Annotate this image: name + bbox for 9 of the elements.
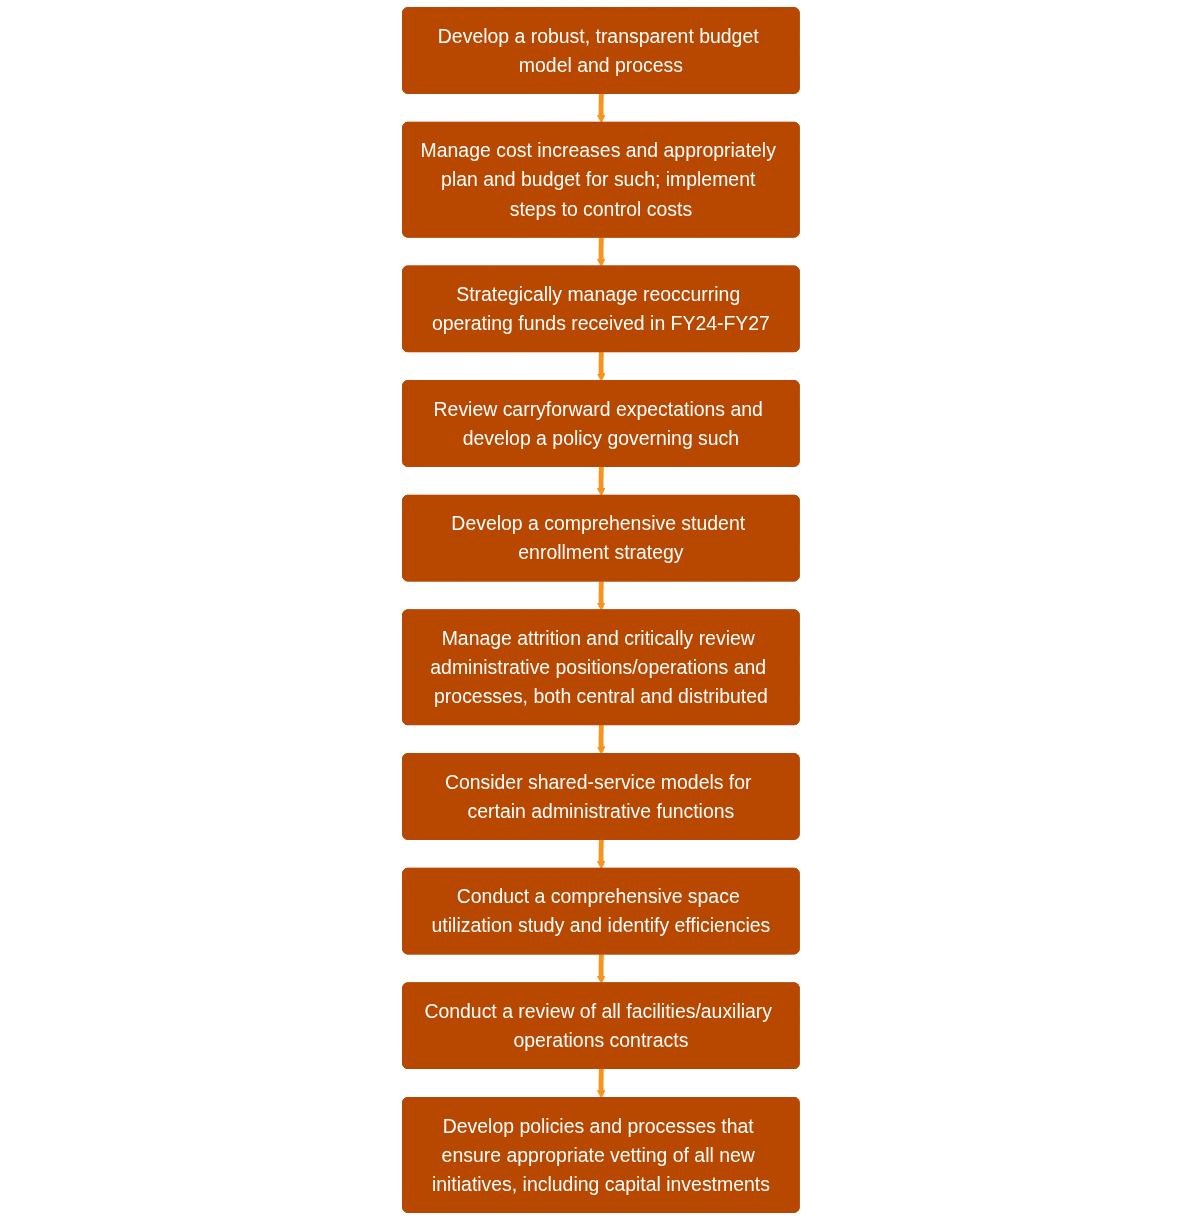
arrow [596, 839, 605, 870]
arrow [596, 725, 605, 755]
arrow [596, 237, 605, 267]
arrow [596, 352, 605, 382]
arrow [596, 954, 605, 984]
arrow [596, 581, 605, 611]
arrow [596, 466, 605, 497]
arrow [596, 1068, 605, 1099]
arrow [596, 93, 605, 124]
